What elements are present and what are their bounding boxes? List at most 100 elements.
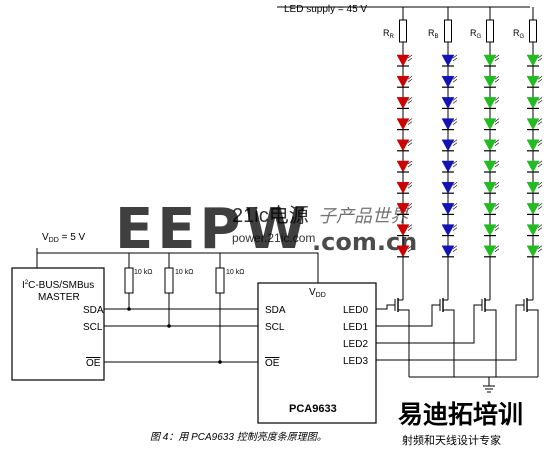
- led-emission: [494, 184, 500, 189]
- led-emission: [494, 97, 500, 101]
- led-emission: [407, 121, 413, 125]
- led-emission: [407, 142, 413, 147]
- led-emission: [537, 57, 543, 62]
- led-emission: [452, 57, 458, 62]
- string-resistor: [444, 19, 452, 43]
- led: [526, 160, 540, 173]
- led-emission: [494, 139, 500, 144]
- led-emission: [407, 78, 413, 83]
- led-emission: [494, 78, 500, 83]
- resistor-label: RG: [513, 28, 525, 40]
- fet-source: [485, 309, 497, 377]
- led: [441, 203, 455, 215]
- led-emission: [407, 97, 413, 101]
- figure-caption: 图 4：用 PCA9633 控制亮度条原理图。: [150, 431, 327, 443]
- led-emission: [537, 160, 543, 165]
- led: [396, 54, 410, 67]
- master-title: I2C-BUS/SMBus: [22, 280, 94, 291]
- led-emission: [407, 160, 413, 165]
- led-emission: [537, 248, 543, 253]
- led: [441, 54, 455, 67]
- string-resistor: [399, 19, 407, 43]
- resistor-label: RB: [428, 28, 439, 40]
- led: [526, 245, 540, 258]
- led-emission: [407, 75, 413, 80]
- led: [483, 75, 497, 88]
- gate-line: [376, 304, 482, 344]
- led-emission: [537, 100, 543, 104]
- led-emission: [494, 163, 500, 168]
- led-emission: [407, 163, 413, 168]
- led: [441, 181, 455, 194]
- led: [441, 160, 455, 173]
- master-subtitle: MASTER: [38, 292, 80, 303]
- chip-pin-led0: LED0: [343, 305, 368, 316]
- led-emission: [452, 54, 458, 59]
- resistor-label: RG: [470, 28, 482, 40]
- vdd-5v-label: VDD = 5 V: [42, 232, 86, 244]
- led: [526, 224, 540, 237]
- led: [483, 245, 497, 258]
- led: [396, 118, 410, 131]
- led-emission: [452, 224, 458, 228]
- led-emission: [407, 181, 413, 186]
- pullup-label-2: 10 kΩ: [175, 269, 193, 276]
- led-emission: [537, 224, 543, 228]
- led-emission: [494, 227, 500, 231]
- led-emission: [452, 227, 458, 231]
- led-emission: [494, 57, 500, 62]
- led-emission: [494, 100, 500, 104]
- ghost-watermark: 子产品世界: [318, 206, 409, 226]
- led-emission: [407, 203, 413, 207]
- led-emission: [407, 57, 413, 62]
- pullup-label-1: 10 kΩ: [134, 269, 152, 276]
- led-emission: [494, 160, 500, 165]
- pullup-resistor: [215, 267, 225, 294]
- led-emission: [452, 75, 458, 80]
- led: [441, 245, 455, 258]
- string-resistor: [486, 19, 494, 43]
- chip-pin-led1: LED1: [343, 322, 368, 333]
- pullup-label-3: 10 kΩ: [226, 269, 244, 276]
- led-emission: [494, 118, 500, 122]
- led-emission: [537, 54, 543, 59]
- chip-name: PCA9633: [289, 403, 337, 415]
- master-box: [11, 267, 105, 381]
- led-emission: [537, 181, 543, 186]
- resistor-label: RR: [383, 28, 395, 40]
- led: [396, 75, 410, 88]
- led: [396, 224, 410, 237]
- chip-pin-scl: SCL: [265, 322, 285, 333]
- led-emission: [494, 203, 500, 207]
- led: [483, 139, 497, 152]
- led-emission: [537, 121, 543, 125]
- led-emission: [452, 248, 458, 253]
- led: [483, 160, 497, 173]
- led-emission: [407, 118, 413, 122]
- junction-dot: [127, 307, 131, 311]
- led-supply-label: LED supply = 45 V: [284, 4, 367, 15]
- led-emission: [494, 142, 500, 147]
- led-emission: [537, 203, 543, 207]
- junction-dot: [218, 360, 222, 364]
- led: [396, 203, 410, 215]
- led: [526, 139, 540, 152]
- led: [526, 118, 540, 131]
- chip-vdd-label: VDD: [309, 287, 326, 299]
- led-emission: [452, 139, 458, 144]
- brand-watermark: 易迪拓培训: [398, 400, 523, 429]
- led-emission: [537, 97, 543, 101]
- chip-pin-led2: LED2: [343, 339, 368, 350]
- led: [526, 97, 540, 109]
- led: [441, 97, 455, 109]
- gate-line: [376, 304, 395, 310]
- led-emission: [537, 206, 543, 210]
- fet-source: [398, 309, 410, 377]
- chip-pin-sda: SDA: [265, 305, 286, 316]
- led: [396, 160, 410, 173]
- led: [441, 75, 455, 88]
- pca9633-box: [257, 282, 377, 424]
- led-emission: [494, 181, 500, 186]
- led-emission: [452, 78, 458, 83]
